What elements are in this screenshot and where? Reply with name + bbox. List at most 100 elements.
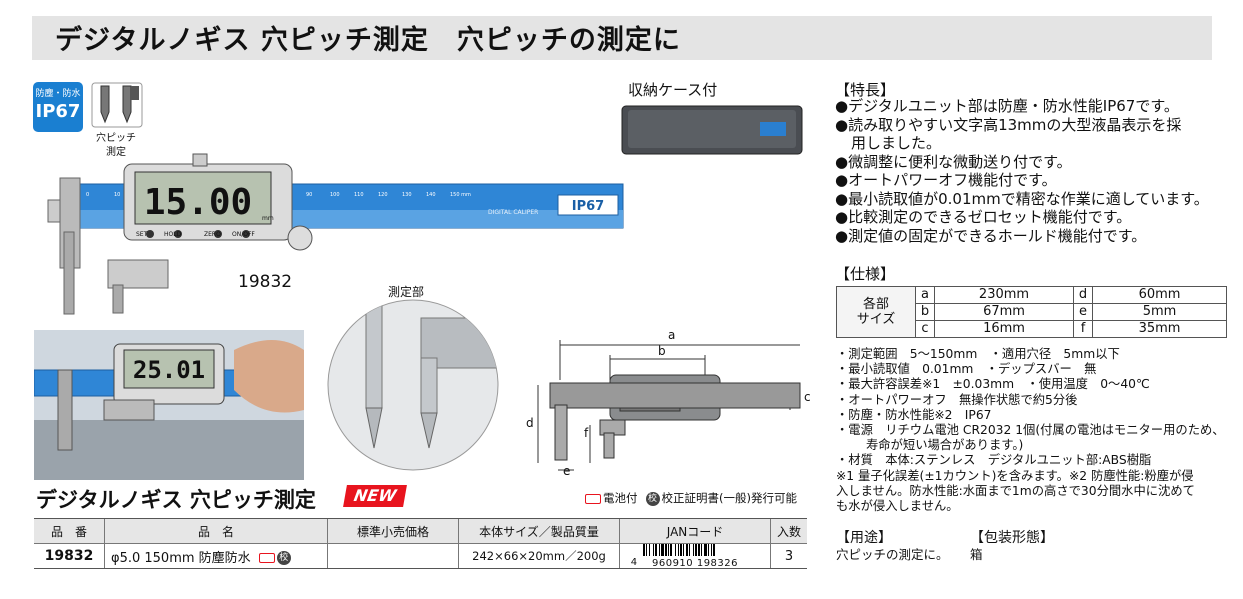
probe-label-line2: 測定 bbox=[106, 147, 126, 158]
magnified-tips-photo bbox=[327, 299, 499, 471]
barcode-bar bbox=[649, 544, 651, 556]
spec-note: も水が侵入しません。 bbox=[836, 499, 959, 514]
caliper-button-label: ON/OFF bbox=[232, 231, 255, 238]
fine-adjust-wheel bbox=[287, 225, 313, 251]
barcode-bar bbox=[678, 544, 680, 556]
barcode-bar bbox=[659, 544, 661, 556]
caliper-button-label: SET bbox=[136, 231, 148, 238]
dim-key: f bbox=[1073, 320, 1093, 338]
barcode-bar bbox=[698, 544, 701, 556]
dimension-label: c bbox=[804, 390, 811, 404]
barcode-bar bbox=[686, 544, 689, 556]
spec-size-table: 各部 サイズ a 230mm d 60mm b 67mm e 5mm c 16m… bbox=[836, 286, 1227, 338]
spec-note: 寿命が短い場合があります。) bbox=[866, 438, 1024, 453]
packaging-heading: 【包装形態】 bbox=[970, 530, 1054, 546]
ip67-badge: 防塵・防水 IP67 bbox=[33, 82, 83, 132]
spec-note: ・電源 リチウム電池 CR2032 1個(付属の電池はモニター用のため、 bbox=[836, 423, 1225, 438]
col-header-price: 標準小売価格 bbox=[327, 518, 459, 544]
cell-jan: 4 960910 198326 bbox=[619, 543, 771, 569]
scale-brand-text: DIGITAL CALIPER bbox=[488, 209, 538, 216]
features-list: ●デジタルユニット部は防塵・防水性能IP67です。 ●読み取りやすい文字高13m… bbox=[835, 97, 1235, 245]
scale-tick-label: 100 bbox=[330, 192, 340, 198]
cell-code: 19832 bbox=[34, 543, 105, 569]
scale-ip67-text: IP67 bbox=[572, 199, 604, 214]
hole-pitch-probe-icon bbox=[91, 82, 143, 128]
spec-note: ・材質 本体:ステンレス デジタルユニット部:ABS樹脂 bbox=[836, 453, 1152, 468]
col-header-name: 品 名 bbox=[104, 518, 328, 544]
product-table: 品 番 品 名 標準小売価格 本体サイズ／製品質量 JANコード 入数 1983… bbox=[34, 518, 807, 569]
model-number-label: 19832 bbox=[238, 272, 293, 292]
legend-battery: 電池付 bbox=[603, 491, 638, 505]
scale-tick-label: 0 bbox=[86, 192, 89, 198]
scale-tick-label: 140 bbox=[426, 192, 436, 198]
feature-item: ●デジタルユニット部は防塵・防水性能IP67です。 bbox=[835, 97, 1179, 115]
feature-item: ●比較測定のできるゼロセット機能付です。 bbox=[835, 208, 1132, 226]
usage-heading: 【用途】 bbox=[836, 530, 892, 546]
barcode-bar bbox=[704, 544, 708, 556]
dim-key: e bbox=[1073, 303, 1093, 321]
battery-icon bbox=[585, 493, 601, 504]
spec-note: ・最大許容誤差※1 ±0.03mm ・使用温度 0～40℃ bbox=[836, 377, 1150, 392]
barcode-bar bbox=[668, 544, 670, 556]
spec-heading: 【仕様】 bbox=[835, 265, 896, 283]
barcode-graphic bbox=[643, 544, 716, 556]
col-header-code: 品 番 bbox=[34, 518, 105, 544]
barcode-bar bbox=[711, 544, 713, 556]
barcode-bar bbox=[695, 544, 698, 556]
barcode-bar bbox=[655, 544, 658, 556]
new-badge: NEW bbox=[343, 485, 407, 507]
product-title: デジタルノギス 穴ピッチ測定 bbox=[36, 488, 316, 512]
dimension-label: b bbox=[658, 344, 666, 358]
lcd-reading-2: 25.01 bbox=[133, 356, 205, 384]
barcode-bar bbox=[643, 544, 646, 556]
cell-name: φ5.0 150mm 防塵防水 校 bbox=[104, 543, 328, 569]
dim-value: 60mm bbox=[1092, 286, 1227, 304]
dim-value: 16mm bbox=[934, 320, 1074, 338]
size-label-line2: サイズ bbox=[856, 312, 896, 327]
dim-value: 67mm bbox=[934, 303, 1074, 321]
header-bar bbox=[32, 16, 1212, 60]
certificate-icon: 校 bbox=[645, 491, 660, 506]
jan-digits: 960910 198326 bbox=[651, 558, 739, 569]
scale-tick-label: 120 bbox=[378, 192, 388, 198]
barcode-bar bbox=[683, 544, 685, 556]
barcode bbox=[641, 544, 759, 568]
probe-label: 穴ピッチ 測定 bbox=[88, 132, 144, 160]
case-label: 収納ケース付 bbox=[628, 81, 718, 99]
barcode-bar bbox=[680, 544, 683, 556]
col-header-qty: 入数 bbox=[770, 518, 807, 544]
scale-tick-label: 110 bbox=[354, 192, 364, 198]
certificate-icon: 校 bbox=[276, 551, 291, 565]
feature-item: ●オートパワーオフ機能付です。 bbox=[835, 171, 1057, 189]
spec-note: 入しません。防水性能:水面まで1mの高さで30分間水中に沈めて bbox=[836, 483, 1195, 498]
jan-prefix: 4 bbox=[630, 557, 638, 568]
barcode-bar bbox=[713, 544, 716, 556]
barcode-bar bbox=[661, 544, 665, 556]
barcode-bar bbox=[701, 544, 703, 556]
size-label-cell: 各部 サイズ bbox=[836, 286, 916, 338]
feature-item: ●読み取りやすい文字高13mmの大型液晶表示を採 bbox=[835, 115, 1182, 134]
spec-note: ・防塵・防水性能※2 IP67 bbox=[836, 407, 992, 422]
scale-tick-label: 90 bbox=[306, 192, 312, 198]
barcode-bar bbox=[689, 544, 691, 556]
caliper-button-label: ZERO bbox=[204, 231, 221, 238]
dimension-label: f bbox=[584, 426, 589, 440]
dim-key: a bbox=[915, 286, 935, 304]
features-heading: 【特長】 bbox=[835, 81, 896, 99]
feature-item: ●微調整に便利な微動送り付です。 bbox=[835, 152, 1072, 171]
col-header-size: 本体サイズ／製品質量 bbox=[458, 518, 620, 544]
cell-qty: 3 bbox=[770, 543, 807, 569]
caliper-button-dot bbox=[214, 230, 222, 238]
barcode-bar bbox=[693, 544, 695, 556]
barcode-bar bbox=[670, 544, 673, 556]
scale-tick-label: 130 bbox=[402, 192, 412, 198]
dim-key: b bbox=[915, 303, 935, 321]
barcode-bar bbox=[646, 544, 648, 556]
cell-size: 242×66×20mm／200g bbox=[458, 543, 620, 569]
spec-note: ・オートパワーオフ 無操作状態で約5分後 bbox=[836, 392, 1078, 407]
legend: 電池付校校正証明書(一般)発行可能 bbox=[585, 490, 797, 506]
lock-screw bbox=[192, 153, 208, 167]
lcd-unit: mm bbox=[262, 215, 274, 222]
size-label-line1: 各部 bbox=[862, 297, 889, 312]
